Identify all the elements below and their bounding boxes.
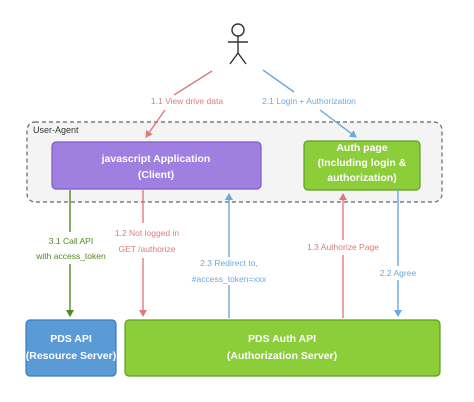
label-1-3: 1.3 Authorize Page bbox=[307, 242, 379, 252]
arrow-2-1-tail bbox=[319, 109, 357, 138]
label-2-3-line2: #access_token=xxx bbox=[192, 274, 267, 284]
pds-auth-api-subtitle: (Authorization Server) bbox=[227, 350, 337, 362]
client-title: javascript Application bbox=[101, 153, 211, 165]
client-box: javascript Application (Client) bbox=[51, 141, 262, 190]
user-actor-icon bbox=[228, 23, 248, 65]
client-subtitle: (Client) bbox=[138, 169, 174, 181]
label-1-2-line2: GET /authorize bbox=[118, 244, 175, 254]
pds-auth-api-title: PDS Auth API bbox=[248, 333, 316, 345]
arrow-1-1 bbox=[173, 70, 213, 96]
pds-api-title: PDS API bbox=[50, 333, 92, 345]
label-2-3-line1: 2.3 Redirect to, bbox=[200, 258, 258, 268]
label-1-2-line1: 1.2 Not logged in bbox=[115, 228, 180, 238]
auth-page-title: Auth page bbox=[336, 142, 387, 154]
pds-api-box: PDS API (Resource Server) bbox=[25, 319, 117, 377]
label-3-1-line2: with access_token bbox=[35, 251, 106, 261]
auth-page-box: Auth page (Including login & authorizati… bbox=[303, 140, 421, 191]
user-agent-label: User-Agent bbox=[33, 125, 79, 135]
auth-page-subtitle-1: (Including login & bbox=[318, 157, 407, 169]
arrow-2-1 bbox=[262, 69, 295, 93]
label-2-2: 2.2 Agree bbox=[380, 268, 417, 278]
arrow-1-1-tail bbox=[145, 109, 166, 138]
label-2-1: 2.1 Login + Authorization bbox=[262, 96, 356, 106]
auth-page-subtitle-2: authorization) bbox=[327, 172, 396, 184]
label-3-1-line1: 3.1 Call API bbox=[49, 236, 93, 246]
pds-api-subtitle: (Resource Server) bbox=[26, 350, 116, 362]
label-1-1: 1.1 View drive data bbox=[151, 96, 223, 106]
pds-auth-api-box: PDS Auth API (Authorization Server) bbox=[124, 319, 441, 377]
